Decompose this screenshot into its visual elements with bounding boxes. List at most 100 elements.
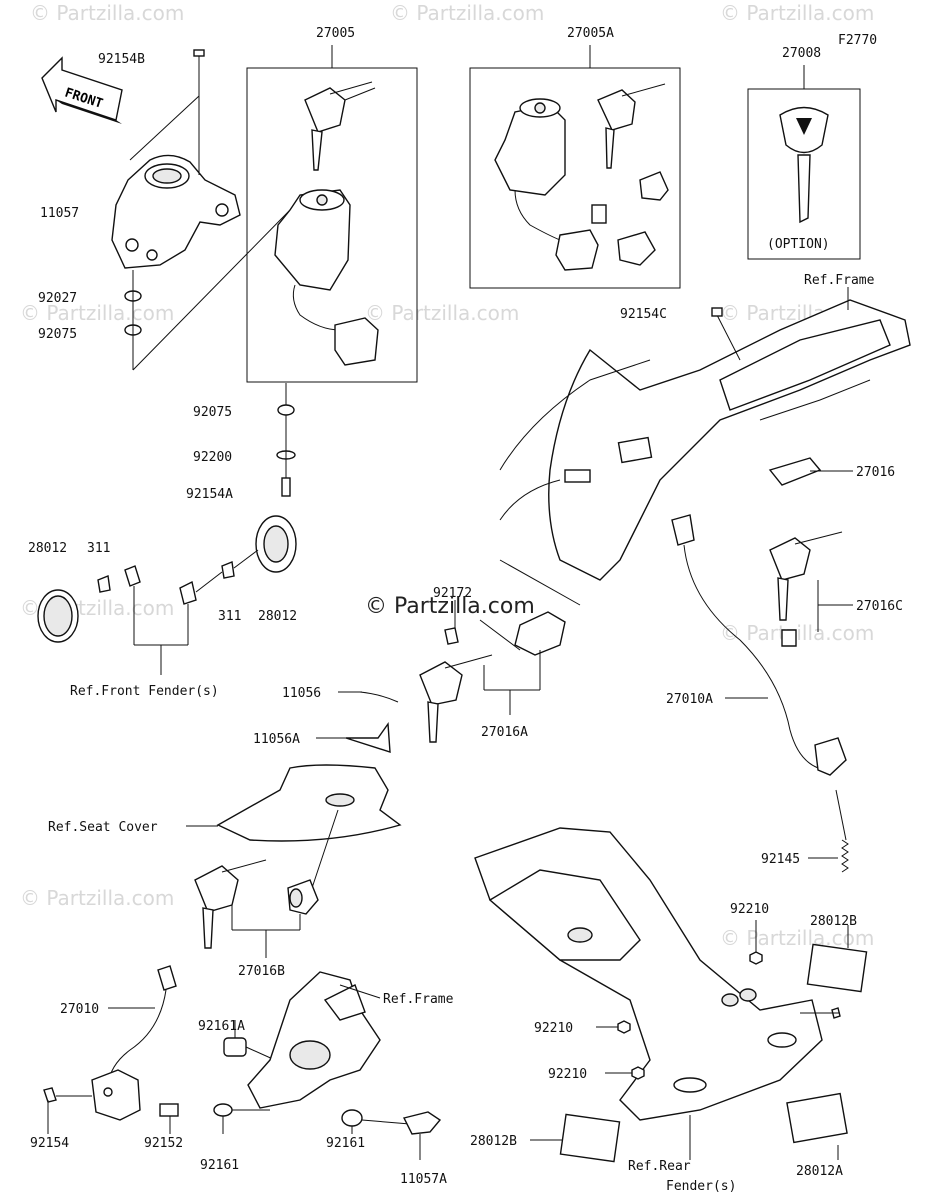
label-92145: 92145 [761, 852, 800, 867]
lock-27016B [287, 879, 319, 915]
key-27016B [194, 859, 267, 949]
label-27005: 27005 [316, 26, 355, 41]
bolt-92154 [43, 1087, 57, 1103]
label-27016: 27016 [856, 465, 895, 480]
grommet-92161-b [341, 1109, 363, 1127]
watermark: © Partzilla.com [365, 301, 519, 325]
spring-92145 [841, 839, 849, 873]
label-11056A: 11056A [253, 732, 300, 747]
label-ref-frame-bottom: Ref.Frame [383, 992, 454, 1007]
label-92154B: 92154B [98, 52, 145, 67]
cable-27010 [107, 965, 177, 1086]
label-92027: 92027 [38, 291, 77, 306]
nut-92210-a [749, 951, 763, 965]
reflector-28012A [786, 1092, 848, 1144]
bracket-11057 [111, 154, 241, 269]
label-92210-b: 92210 [534, 1021, 573, 1036]
collar-92152 [159, 1103, 179, 1117]
grommet-92161A [223, 1037, 247, 1057]
label-92161A: 92161A [198, 1019, 245, 1034]
kit-box-27005A [469, 67, 681, 289]
switch-27010 [91, 1069, 141, 1121]
label-28012A: 28012A [796, 1164, 843, 1179]
label-28012-right: 28012 [258, 609, 297, 624]
cable-27010A [671, 514, 847, 776]
label-92075-b: 92075 [193, 405, 232, 420]
watermark: © Partzilla.com [720, 621, 874, 645]
label-92210-a: 92210 [730, 902, 769, 917]
frame-bracket-lower [247, 971, 381, 1109]
key-27005A [597, 83, 666, 169]
lock-27016A [514, 611, 566, 656]
cylinder-27016C [781, 629, 797, 647]
label-311-right: 311 [218, 609, 241, 624]
frame-assembly [499, 299, 911, 581]
label-ref-front-fender: Ref.Front Fender(s) [70, 684, 219, 699]
watermark: © Partzilla.com [390, 1, 544, 25]
front-arrow-icon: FRONT [41, 56, 123, 124]
label-92161-a: 92161 [200, 1158, 239, 1173]
key-27016A [419, 654, 493, 743]
label-92210-c: 92210 [548, 1067, 587, 1082]
key-27008 [779, 106, 829, 224]
label-27008: 27008 [782, 46, 821, 61]
label-27016C: 27016C [856, 599, 903, 614]
label-ref-rear-fender-line2: Fender(s) [666, 1179, 736, 1194]
watermark: © Partzilla.com [30, 1, 184, 25]
key-27016C [769, 531, 843, 621]
key-27005 [304, 81, 376, 171]
label-27010A: 27010A [666, 692, 713, 707]
label-11057A: 11057A [400, 1172, 447, 1187]
seat-lock-27005A [617, 231, 656, 266]
label-11056: 11056 [282, 686, 321, 701]
label-ref-rear-fender-line1: Ref.Rear [628, 1159, 691, 1174]
label-27010: 27010 [60, 1002, 99, 1017]
label-11057: 11057 [40, 206, 79, 221]
bolt-92154C [711, 307, 723, 317]
label-92161-b: 92161 [326, 1136, 365, 1151]
rubber-damper-28012-right [255, 515, 297, 573]
screw-92172 [444, 627, 459, 645]
label-option: (OPTION) [767, 237, 830, 252]
label-92172: 92172 [433, 586, 472, 601]
watermark: © Partzilla.com [20, 301, 174, 325]
bracket-11057A [402, 1111, 442, 1135]
label-28012B-bottom: 28012B [470, 1134, 517, 1149]
washer-92075-b [277, 404, 295, 416]
label-27005A: 27005A [567, 26, 614, 41]
label-27016A: 27016A [481, 725, 528, 740]
label-ref-seat-cover: Ref.Seat Cover [48, 820, 158, 835]
cylinder-27005A [591, 204, 607, 224]
rubber-damper-28012-left [37, 589, 79, 643]
label-92154: 92154 [30, 1136, 69, 1151]
label-92154C: 92154C [620, 307, 667, 322]
lock-27005A [639, 171, 669, 201]
watermark: © Partzilla.com [720, 1, 874, 25]
reflector-28012B-bottom [559, 1113, 621, 1163]
nut-92210-b [617, 1020, 631, 1034]
label-92200: 92200 [193, 450, 232, 465]
rear-fender-assembly [474, 827, 823, 1121]
label-92152: 92152 [144, 1136, 183, 1151]
label-28012B-top: 28012B [810, 914, 857, 929]
ignition-switch-27005 [274, 189, 379, 366]
bolt-92154B [193, 49, 205, 82]
reflector-28012B-top [806, 943, 868, 993]
copyright-notice: © Partzilla.com [365, 594, 535, 619]
label-92154A: 92154A [186, 487, 233, 502]
label-92075: 92075 [38, 327, 77, 342]
label-27016B: 27016B [238, 964, 285, 979]
label-311-left: 311 [87, 541, 110, 556]
part-labels: F2770 27005 27005A 27008 (OPTION) 92154B… [28, 26, 903, 1194]
bolt-92154A [281, 477, 291, 497]
seat-cover [216, 764, 402, 842]
ignition-switch-27005A [494, 98, 599, 271]
nut-92210-c [631, 1066, 645, 1080]
label-28012-left: 28012 [28, 541, 67, 556]
cable-11056 [359, 691, 399, 703]
diagram-code: F2770 [838, 33, 877, 48]
watermark: © Partzilla.com [720, 926, 874, 950]
watermark: © Partzilla.com [20, 886, 174, 910]
